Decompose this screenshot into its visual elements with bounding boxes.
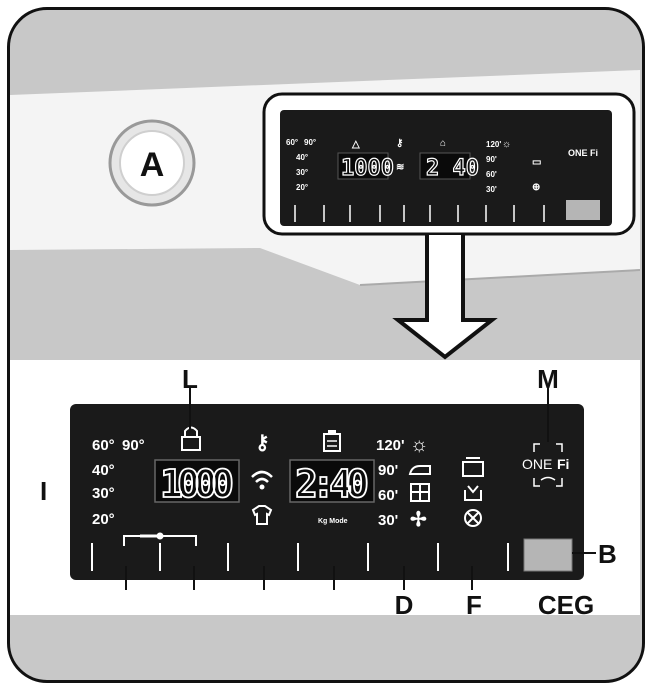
label-l: L — [182, 364, 198, 394]
svg-text:☼: ☼ — [502, 139, 511, 150]
button-leader-lines — [125, 566, 473, 590]
onefi-logo: ONE Fi — [522, 443, 569, 487]
key-icon: ⚷ — [255, 432, 270, 454]
iron-icon — [408, 465, 431, 475]
basin-icon — [462, 457, 484, 477]
time-display — [289, 459, 375, 503]
temp-40: 40° — [92, 462, 115, 479]
time-30: 30' — [378, 512, 398, 529]
small-spin-display — [337, 152, 389, 180]
svg-text:⊕: ⊕ — [532, 182, 540, 193]
svg-text:▭: ▭ — [532, 157, 541, 168]
small-time-30: 30' — [486, 185, 497, 194]
touch-zone-dividers — [91, 543, 509, 571]
temp-20: 20° — [92, 511, 115, 528]
temp-60: 60° — [92, 437, 115, 454]
small-temp-30: 30° — [296, 168, 308, 177]
knob-label: A — [140, 146, 165, 184]
temp-30: 30° — [92, 485, 115, 502]
label-b: B — [598, 539, 617, 569]
kg-mode-label: Kg Mode — [318, 518, 348, 525]
button-b[interactable] — [523, 538, 573, 572]
drum-clean-icon — [464, 509, 482, 527]
temp-90: 90° — [122, 437, 145, 454]
small-panel-content: 60° 90° 40° 30° 20° 1000 2 40 120' 90' 6… — [286, 138, 600, 222]
zoom-arrow — [392, 235, 498, 360]
shirt-icon — [251, 505, 273, 525]
time-120: 120' — [376, 437, 405, 454]
time-60: 60' — [378, 487, 398, 504]
svg-text:⚷: ⚷ — [396, 138, 403, 149]
small-brand-fi: Fi — [590, 148, 598, 158]
machine-edge-line — [359, 269, 641, 286]
label-i: I — [40, 476, 47, 506]
small-temp-40: 40° — [296, 153, 308, 162]
label-f: F — [466, 590, 482, 620]
time-value: 2:40 — [295, 462, 369, 506]
small-spin-value: 1000 — [341, 156, 394, 181]
small-temp-20: 20° — [296, 183, 308, 192]
label-d: D — [395, 590, 414, 620]
time-90: 90' — [378, 462, 398, 479]
small-temp-60: 60° — [286, 138, 298, 147]
spin-speed-display — [154, 459, 240, 503]
svg-text:△: △ — [351, 139, 360, 150]
small-brand-one: ONE — [568, 148, 588, 158]
sun-icon: ☼ — [410, 434, 428, 456]
svg-text:⌂: ⌂ — [440, 138, 446, 149]
small-time-90: 90' — [486, 155, 497, 164]
knob-inner — [119, 130, 185, 196]
small-button-b — [566, 200, 600, 220]
brand-one: ONE — [522, 456, 552, 472]
small-time-120: 120' — [486, 140, 501, 149]
small-time-60: 60' — [486, 170, 497, 179]
window-icon — [410, 483, 430, 502]
svg-text:≋: ≋ — [396, 162, 404, 173]
small-temp-90: 90° — [304, 138, 316, 147]
spin-speed-value: 1000 — [160, 462, 234, 506]
small-time-display — [419, 152, 471, 180]
wifi-icon — [251, 470, 273, 490]
small-time-value: 2 40 — [426, 156, 479, 181]
program-knob[interactable]: A — [108, 119, 196, 207]
weight-icon — [323, 430, 341, 452]
label-m: M — [537, 364, 559, 394]
brand-fi: Fi — [557, 456, 569, 472]
fan-icon: ✢ — [410, 509, 427, 531]
hand-wash-icon — [464, 485, 482, 501]
label-ceg: CEG — [538, 590, 594, 620]
